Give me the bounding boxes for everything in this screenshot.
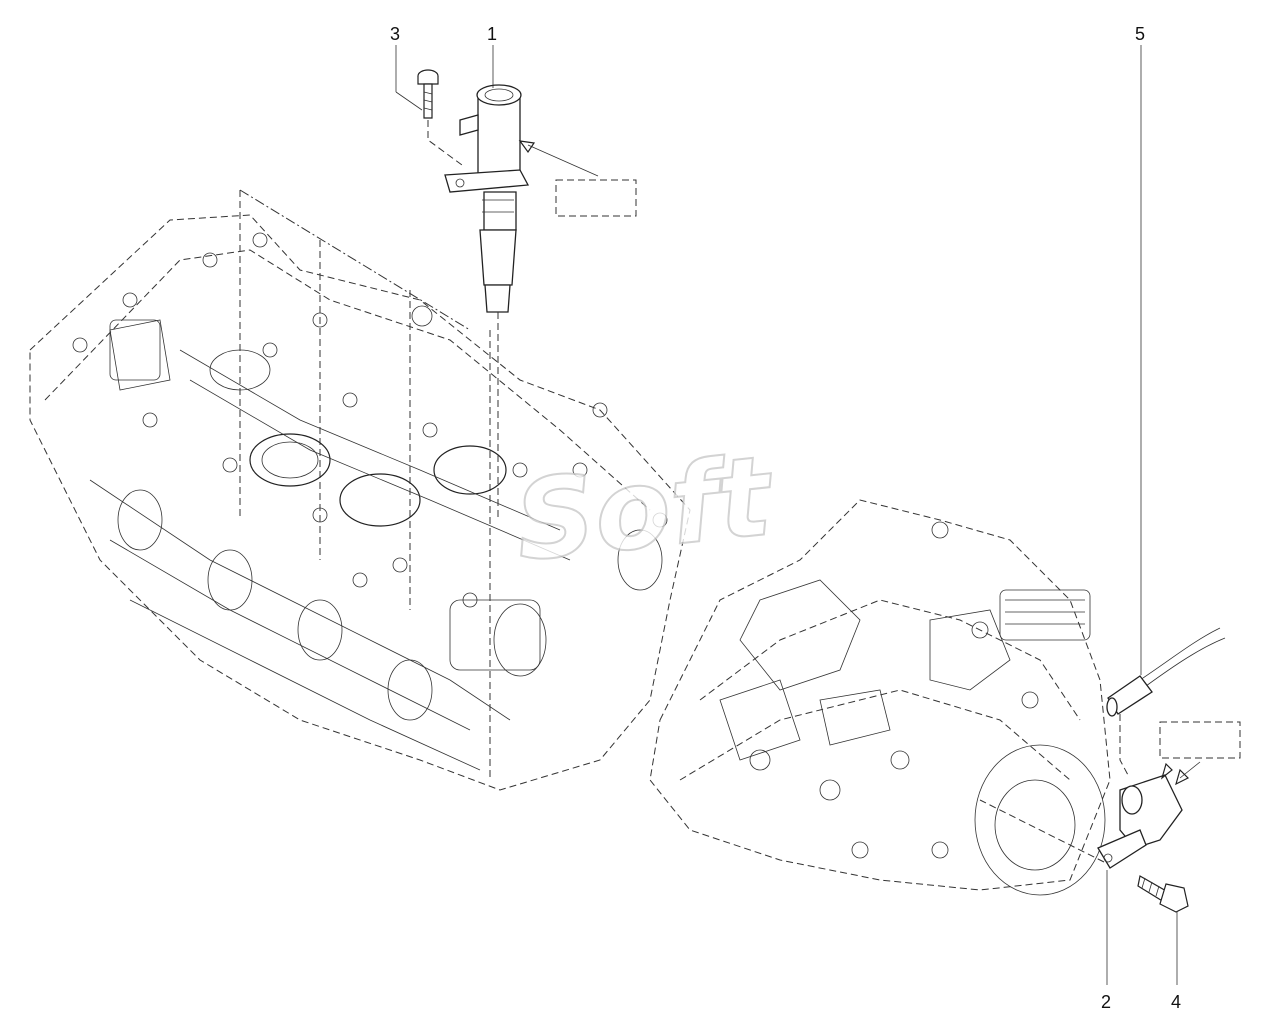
- gearbox-assembly: [649, 499, 1111, 896]
- watermark-text: Soft: [509, 432, 780, 586]
- callout-5: 5: [1135, 24, 1145, 44]
- callout-2: 2: [1101, 992, 1111, 1012]
- callout-3: 3: [390, 24, 400, 44]
- reference-box-lower: [1159, 721, 1241, 759]
- leader-lines: [395, 45, 1201, 985]
- bolt: [1137, 875, 1189, 913]
- cylinder-head: [29, 189, 691, 791]
- screw: [417, 69, 439, 119]
- ignition-coil: [444, 84, 530, 313]
- callout-1: 1: [487, 24, 497, 44]
- speed-sensor: [1097, 774, 1183, 869]
- callout-4: 4: [1171, 992, 1181, 1012]
- wiring-connector: [1106, 627, 1226, 717]
- reference-box-upper: [555, 179, 637, 217]
